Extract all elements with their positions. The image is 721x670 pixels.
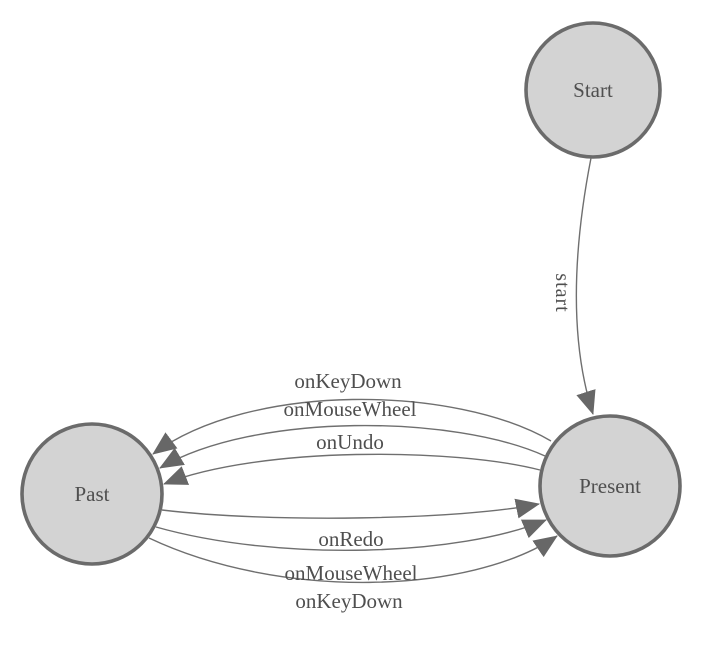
state-node-present-label: Present — [579, 474, 641, 498]
state-node-past-circle[interactable] — [20, 422, 164, 566]
nodes-layer: Start Present Past — [20, 21, 682, 566]
edge-labels-layer: start onKeyDown onMouseWheel onUndo onRe… — [284, 273, 573, 613]
transition-edge-onundo-to-past — [163, 453, 541, 485]
edges-layer — [148, 157, 596, 584]
state-node-present[interactable]: Present — [538, 414, 682, 558]
edge-label-onkeydown-bottom: onKeyDown — [295, 589, 403, 613]
edge-label-onredo: onRedo — [318, 527, 383, 551]
edge-label-onmousewheel-top: onMouseWheel — [284, 397, 417, 421]
transition-edge-onredo-to-present — [161, 498, 540, 519]
state-node-present-circle[interactable] — [538, 414, 682, 558]
state-node-start[interactable]: Start — [524, 21, 662, 159]
transition-edge-onkeydown-to-present — [148, 535, 558, 584]
transition-edge-onmousewheel-to-present — [155, 519, 547, 551]
edge-label-onundo: onUndo — [316, 430, 384, 454]
edge-label-onmousewheel-bottom: onMouseWheel — [285, 561, 418, 585]
edge-label-start: start — [551, 273, 573, 312]
transition-edge-start-to-present — [575, 157, 596, 415]
edge-label-onkeydown-top: onKeyDown — [294, 369, 402, 393]
transition-edge-onkeydown-to-past — [152, 398, 552, 455]
state-node-start-circle[interactable] — [524, 21, 662, 159]
transition-edge-onmousewheel-to-past — [159, 424, 546, 469]
state-node-start-label: Start — [573, 78, 613, 102]
state-node-past-label: Past — [74, 482, 109, 506]
state-node-past[interactable]: Past — [20, 422, 164, 566]
